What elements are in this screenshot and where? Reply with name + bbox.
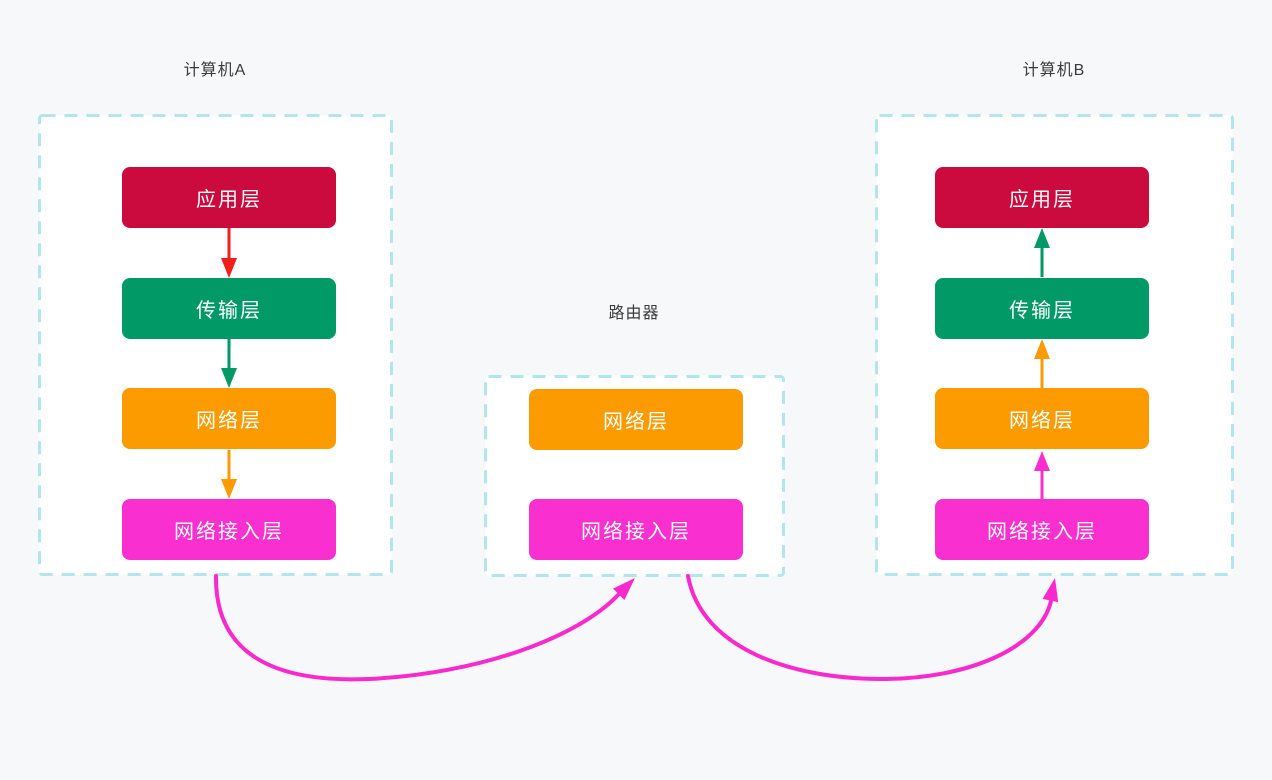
computer-b-title: 计算机B — [1022, 62, 1086, 79]
layer-box-router-network: 网络层 — [529, 389, 743, 450]
computer-a-dashed-box — [38, 114, 393, 576]
arrow-a-application-to-transport — [221, 228, 237, 278]
layer-box-a-network-access: 网络接入层 — [122, 499, 336, 560]
router-title: 路由器 — [608, 305, 660, 322]
layer-box-a-network: 网络层 — [122, 388, 336, 449]
layer-box-b-transport: 传输层 — [935, 278, 1149, 339]
arrow-b-access-to-network — [1034, 451, 1050, 499]
layer-box-a-transport: 传输层 — [122, 278, 336, 339]
computer-b-dashed-box — [875, 114, 1234, 576]
arrow-b-network-to-transport — [1034, 339, 1050, 388]
layer-box-b-network: 网络层 — [935, 388, 1149, 449]
connection-router-to-b — [686, 574, 1059, 682]
layer-box-b-application: 应用层 — [935, 167, 1149, 228]
arrow-a-network-to-access — [221, 450, 237, 499]
arrow-a-transport-to-network — [221, 339, 237, 388]
layer-box-a-application: 应用层 — [122, 167, 336, 228]
layer-box-router-network-access: 网络接入层 — [529, 499, 743, 560]
computer-a-title: 计算机A — [183, 62, 247, 79]
layer-box-b-network-access: 网络接入层 — [935, 499, 1149, 560]
connection-a-to-router — [213, 574, 635, 682]
arrow-b-transport-to-application — [1034, 228, 1050, 277]
